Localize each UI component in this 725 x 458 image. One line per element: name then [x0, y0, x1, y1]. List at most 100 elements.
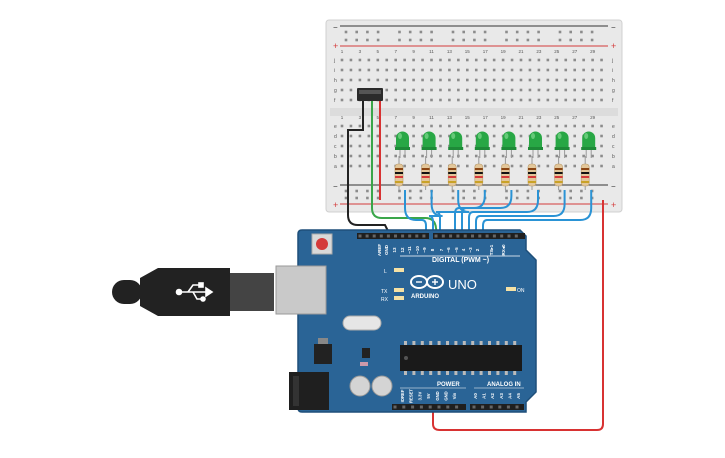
breadboard-hole[interactable]	[537, 98, 541, 102]
rail-hole[interactable]	[419, 30, 423, 34]
breadboard-hole[interactable]	[474, 68, 478, 72]
breadboard-hole[interactable]	[439, 154, 442, 158]
header-pin[interactable]	[422, 234, 426, 238]
header-pin[interactable]	[456, 234, 460, 238]
breadboard-hole[interactable]	[394, 98, 397, 102]
led-with-resistor[interactable]	[421, 131, 437, 191]
sensor-module[interactable]	[357, 88, 383, 101]
breadboard-hole[interactable]	[582, 78, 585, 82]
breadboard-hole[interactable]	[501, 98, 505, 102]
breadboard-hole[interactable]	[439, 78, 442, 82]
breadboard-hole[interactable]	[466, 144, 469, 148]
header-pin[interactable]	[478, 234, 482, 238]
rail-hole[interactable]	[473, 196, 476, 200]
breadboard-hole[interactable]	[439, 144, 442, 148]
breadboard-hole[interactable]	[501, 68, 505, 72]
breadboard-hole[interactable]	[412, 88, 415, 92]
breadboard-hole[interactable]	[582, 68, 585, 72]
breadboard-hole[interactable]	[483, 164, 487, 168]
rail-hole[interactable]	[580, 189, 583, 193]
breadboard-hole[interactable]	[439, 68, 442, 72]
breadboard-hole[interactable]	[510, 164, 514, 168]
breadboard-hole[interactable]	[591, 98, 594, 102]
rail-hole[interactable]	[419, 38, 423, 42]
breadboard-hole[interactable]	[528, 78, 532, 82]
rail-hole[interactable]	[526, 189, 530, 193]
breadboard-hole[interactable]	[430, 68, 433, 72]
rail-hole[interactable]	[483, 38, 487, 42]
breadboard-hole[interactable]	[519, 78, 523, 82]
wire-red-5v[interactable]	[432, 200, 604, 431]
header-pin[interactable]	[507, 234, 511, 238]
breadboard-hole[interactable]	[403, 58, 406, 62]
rail-hole[interactable]	[451, 30, 455, 34]
header-pin[interactable]	[441, 234, 445, 238]
breadboard-hole[interactable]	[546, 164, 550, 168]
breadboard-hole[interactable]	[564, 124, 568, 128]
breadboard-hole[interactable]	[555, 68, 559, 72]
rail-hole[interactable]	[355, 38, 358, 42]
breadboard-hole[interactable]	[519, 154, 523, 158]
breadboard-hole[interactable]	[430, 98, 433, 102]
rail-hole[interactable]	[398, 196, 401, 200]
breadboard-hole[interactable]	[412, 164, 415, 168]
breadboard-hole[interactable]	[519, 144, 523, 148]
rail-hole[interactable]	[483, 30, 487, 34]
breadboard-hole[interactable]	[421, 68, 424, 72]
breadboard-hole[interactable]	[349, 58, 353, 62]
header-pin[interactable]	[434, 234, 438, 238]
breadboard-hole[interactable]	[421, 144, 424, 148]
breadboard-hole[interactable]	[492, 98, 496, 102]
breadboard-hole[interactable]	[501, 78, 505, 82]
rail-hole[interactable]	[505, 189, 508, 193]
breadboard-hole[interactable]	[340, 154, 344, 158]
wire-blue-led-3[interactable]	[435, 190, 470, 236]
breadboard-hole[interactable]	[421, 154, 424, 158]
header-pin[interactable]	[449, 234, 453, 238]
led-with-resistor[interactable]	[501, 131, 517, 190]
breadboard-hole[interactable]	[546, 68, 550, 72]
header-pin[interactable]	[472, 405, 476, 409]
rail-hole[interactable]	[526, 196, 530, 200]
breadboard-hole[interactable]	[466, 98, 469, 102]
breadboard-hole[interactable]	[591, 154, 594, 158]
breadboard-hole[interactable]	[546, 88, 550, 92]
rail-hole[interactable]	[580, 196, 583, 200]
breadboard-hole[interactable]	[349, 68, 353, 72]
breadboard-hole[interactable]	[367, 58, 371, 62]
rail-hole[interactable]	[344, 196, 348, 200]
breadboard-hole[interactable]	[483, 78, 487, 82]
rail-hole[interactable]	[558, 38, 562, 42]
wire-blue-led-1[interactable]	[404, 190, 427, 236]
breadboard-hole[interactable]	[573, 78, 576, 82]
breadboard-hole[interactable]	[421, 124, 424, 128]
rail-hole[interactable]	[558, 196, 562, 200]
breadboard-hole[interactable]	[421, 58, 424, 62]
breadboard-hole[interactable]	[385, 68, 389, 72]
rail-hole[interactable]	[398, 30, 401, 34]
breadboard-hole[interactable]	[412, 144, 415, 148]
breadboard-hole[interactable]	[510, 58, 514, 62]
breadboard-hole[interactable]	[537, 88, 541, 92]
breadboard-hole[interactable]	[546, 134, 550, 138]
breadboard-hole[interactable]	[492, 58, 496, 62]
breadboard-hole[interactable]	[385, 78, 389, 82]
rail-hole[interactable]	[537, 38, 540, 42]
rail-hole[interactable]	[408, 196, 412, 200]
breadboard-hole[interactable]	[367, 68, 371, 72]
breadboard-hole[interactable]	[457, 98, 460, 102]
rail-hole[interactable]	[344, 38, 348, 42]
led-with-resistor[interactable]	[394, 131, 410, 191]
header-pin[interactable]	[515, 405, 519, 409]
breadboard-hole[interactable]	[474, 98, 478, 102]
header-pin[interactable]	[379, 234, 383, 238]
breadboard-hole[interactable]	[340, 88, 344, 92]
breadboard-hole[interactable]	[385, 144, 389, 148]
rail-hole[interactable]	[473, 30, 476, 34]
rail-hole[interactable]	[526, 38, 530, 42]
breadboard-hole[interactable]	[457, 68, 460, 72]
breadboard-hole[interactable]	[501, 88, 505, 92]
breadboard-hole[interactable]	[483, 88, 487, 92]
rail-hole[interactable]	[462, 196, 465, 200]
breadboard-hole[interactable]	[394, 78, 397, 82]
